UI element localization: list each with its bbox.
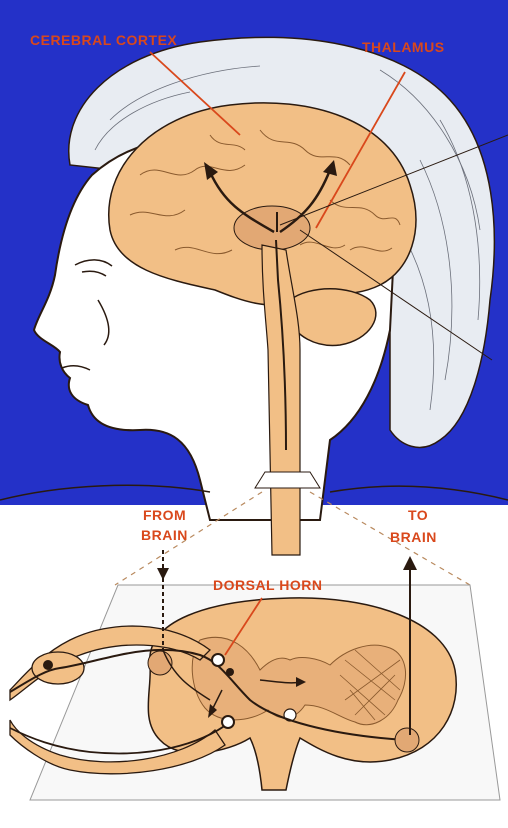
neck-cut-section xyxy=(255,472,320,488)
label-to-brain-1: TO xyxy=(408,507,428,523)
descending-tract xyxy=(148,651,172,675)
label-to-brain-2: BRAIN xyxy=(390,529,437,545)
label-dorsal-horn: DORSAL HORN xyxy=(213,577,322,593)
motor-neuron xyxy=(222,716,234,728)
thalamus-region xyxy=(234,206,310,250)
dorsal-horn-neuron xyxy=(212,654,224,666)
ganglion-neuron xyxy=(43,660,53,670)
interneuron xyxy=(226,668,234,676)
label-from-brain-2: BRAIN xyxy=(141,527,188,543)
ascending-tract xyxy=(395,728,419,752)
label-cerebral-cortex: CEREBRAL CORTEX xyxy=(30,32,177,48)
label-from-brain-1: FROM xyxy=(143,507,186,523)
label-thalamus: THALAMUS xyxy=(362,39,445,55)
